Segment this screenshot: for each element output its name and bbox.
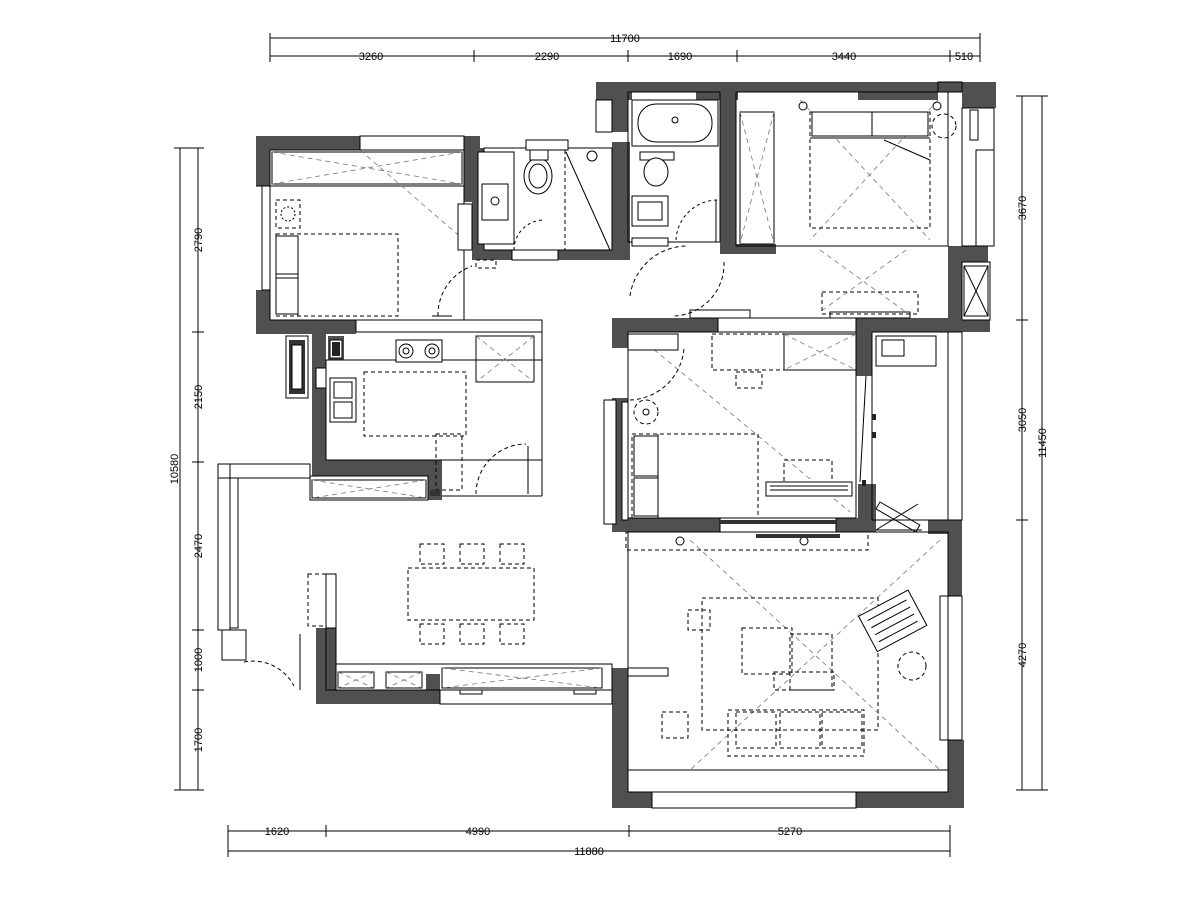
dim-left-5: 1700 [193,728,205,752]
dim-left-4: 1000 [193,648,205,672]
bathroom-2-fixtures [631,99,719,247]
dim-top-5: 510 [955,51,973,63]
bathroom-1-fixtures [475,139,611,269]
dim-bottom-1: 1620 [265,826,289,838]
dim-right-1: 3670 [1017,196,1029,220]
dim-left-2: 2150 [193,385,205,409]
dining [243,543,597,695]
kitchen [315,339,529,496]
dim-bottom-2: 4990 [466,826,490,838]
windows [285,265,989,525]
dim-top-4: 3440 [832,51,856,63]
dim-right-2: 3050 [1017,408,1029,432]
left-dimensions [174,147,204,791]
dim-right-3: 4270 [1017,643,1029,667]
dim-top-1: 3260 [359,51,383,63]
middle-bedroom [625,333,937,551]
dim-top-2: 2290 [535,51,559,63]
living-room [661,414,928,757]
bedroom-1-bed [275,199,473,317]
dim-left-3: 2470 [193,534,205,558]
dim-bottom-overall: 11880 [574,846,604,858]
right-dimensions [1016,95,1048,791]
bottom-dimensions [227,825,951,857]
wardrobes [271,111,857,689]
top-dimensions [269,33,981,62]
dim-left-1: 2790 [193,228,205,252]
master-bedroom-bed [629,101,979,319]
dim-right-overall: 11450 [1037,428,1049,458]
dim-top-overall: 11700 [610,33,640,45]
dim-top-3: 1690 [668,51,692,63]
dim-left-overall: 10580 [169,454,181,485]
dim-bottom-3: 5270 [778,826,802,838]
